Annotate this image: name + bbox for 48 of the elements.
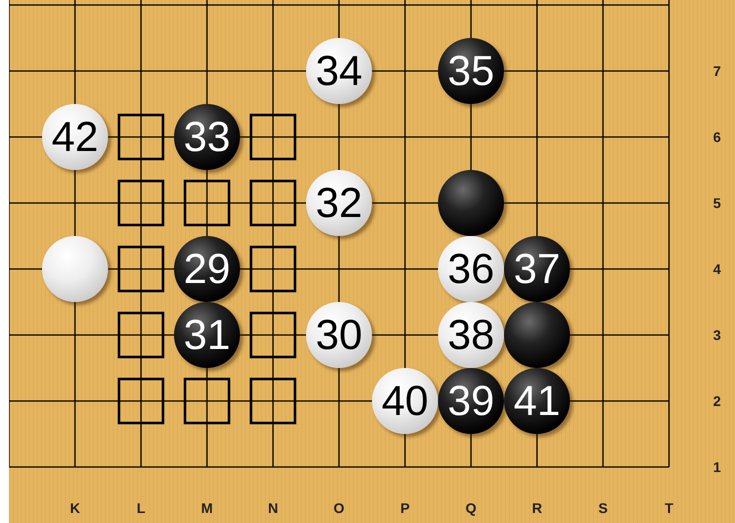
column-coordinate: O (334, 500, 344, 516)
light-stone (438, 236, 504, 302)
dark-stone (504, 236, 570, 302)
dark-stone (438, 368, 504, 434)
row-coordinate: 3 (713, 327, 721, 343)
light-stone (306, 170, 372, 236)
row-coordinate: 2 (713, 393, 721, 409)
move-number: 40 (382, 380, 428, 422)
light-stone (42, 104, 108, 170)
move-number: 31 (184, 314, 230, 356)
column-coordinate: T (664, 500, 674, 516)
column-coordinate: K (70, 500, 80, 516)
column-coordinate: P (400, 500, 410, 516)
dark-stone (504, 368, 570, 434)
dark-stone (438, 38, 504, 104)
light-stone (306, 38, 372, 104)
move-number: 38 (448, 314, 494, 356)
move-number: 29 (184, 248, 230, 290)
light-stone (306, 302, 372, 368)
row-coordinate: 5 (713, 195, 721, 211)
row-coordinate: 1 (713, 459, 721, 475)
move-number: 36 (448, 248, 494, 290)
dark-stone (174, 236, 240, 302)
move-number: 39 (448, 380, 494, 422)
move-number: 35 (448, 50, 494, 92)
column-coordinate: N (268, 500, 278, 516)
move-number: 30 (316, 314, 362, 356)
column-coordinate: L (136, 500, 146, 516)
dark-stone (438, 170, 504, 236)
column-coordinate: M (201, 500, 213, 516)
light-stone (438, 302, 504, 368)
move-number: 37 (514, 248, 560, 290)
dark-stone (174, 104, 240, 170)
move-number: 33 (184, 116, 230, 158)
move-number: 42 (52, 116, 98, 158)
row-coordinate: 6 (713, 129, 721, 145)
move-number: 41 (514, 380, 560, 422)
column-coordinate: Q (466, 500, 476, 516)
move-number: 32 (316, 182, 362, 224)
light-stone (372, 368, 438, 434)
light-stone (42, 236, 108, 302)
column-coordinate: S (598, 500, 608, 516)
dark-stone (174, 302, 240, 368)
column-coordinate: R (532, 500, 542, 516)
row-coordinate: 7 (713, 63, 721, 79)
dark-stone (504, 302, 570, 368)
row-coordinate: 4 (713, 261, 721, 277)
move-number: 34 (316, 50, 362, 92)
